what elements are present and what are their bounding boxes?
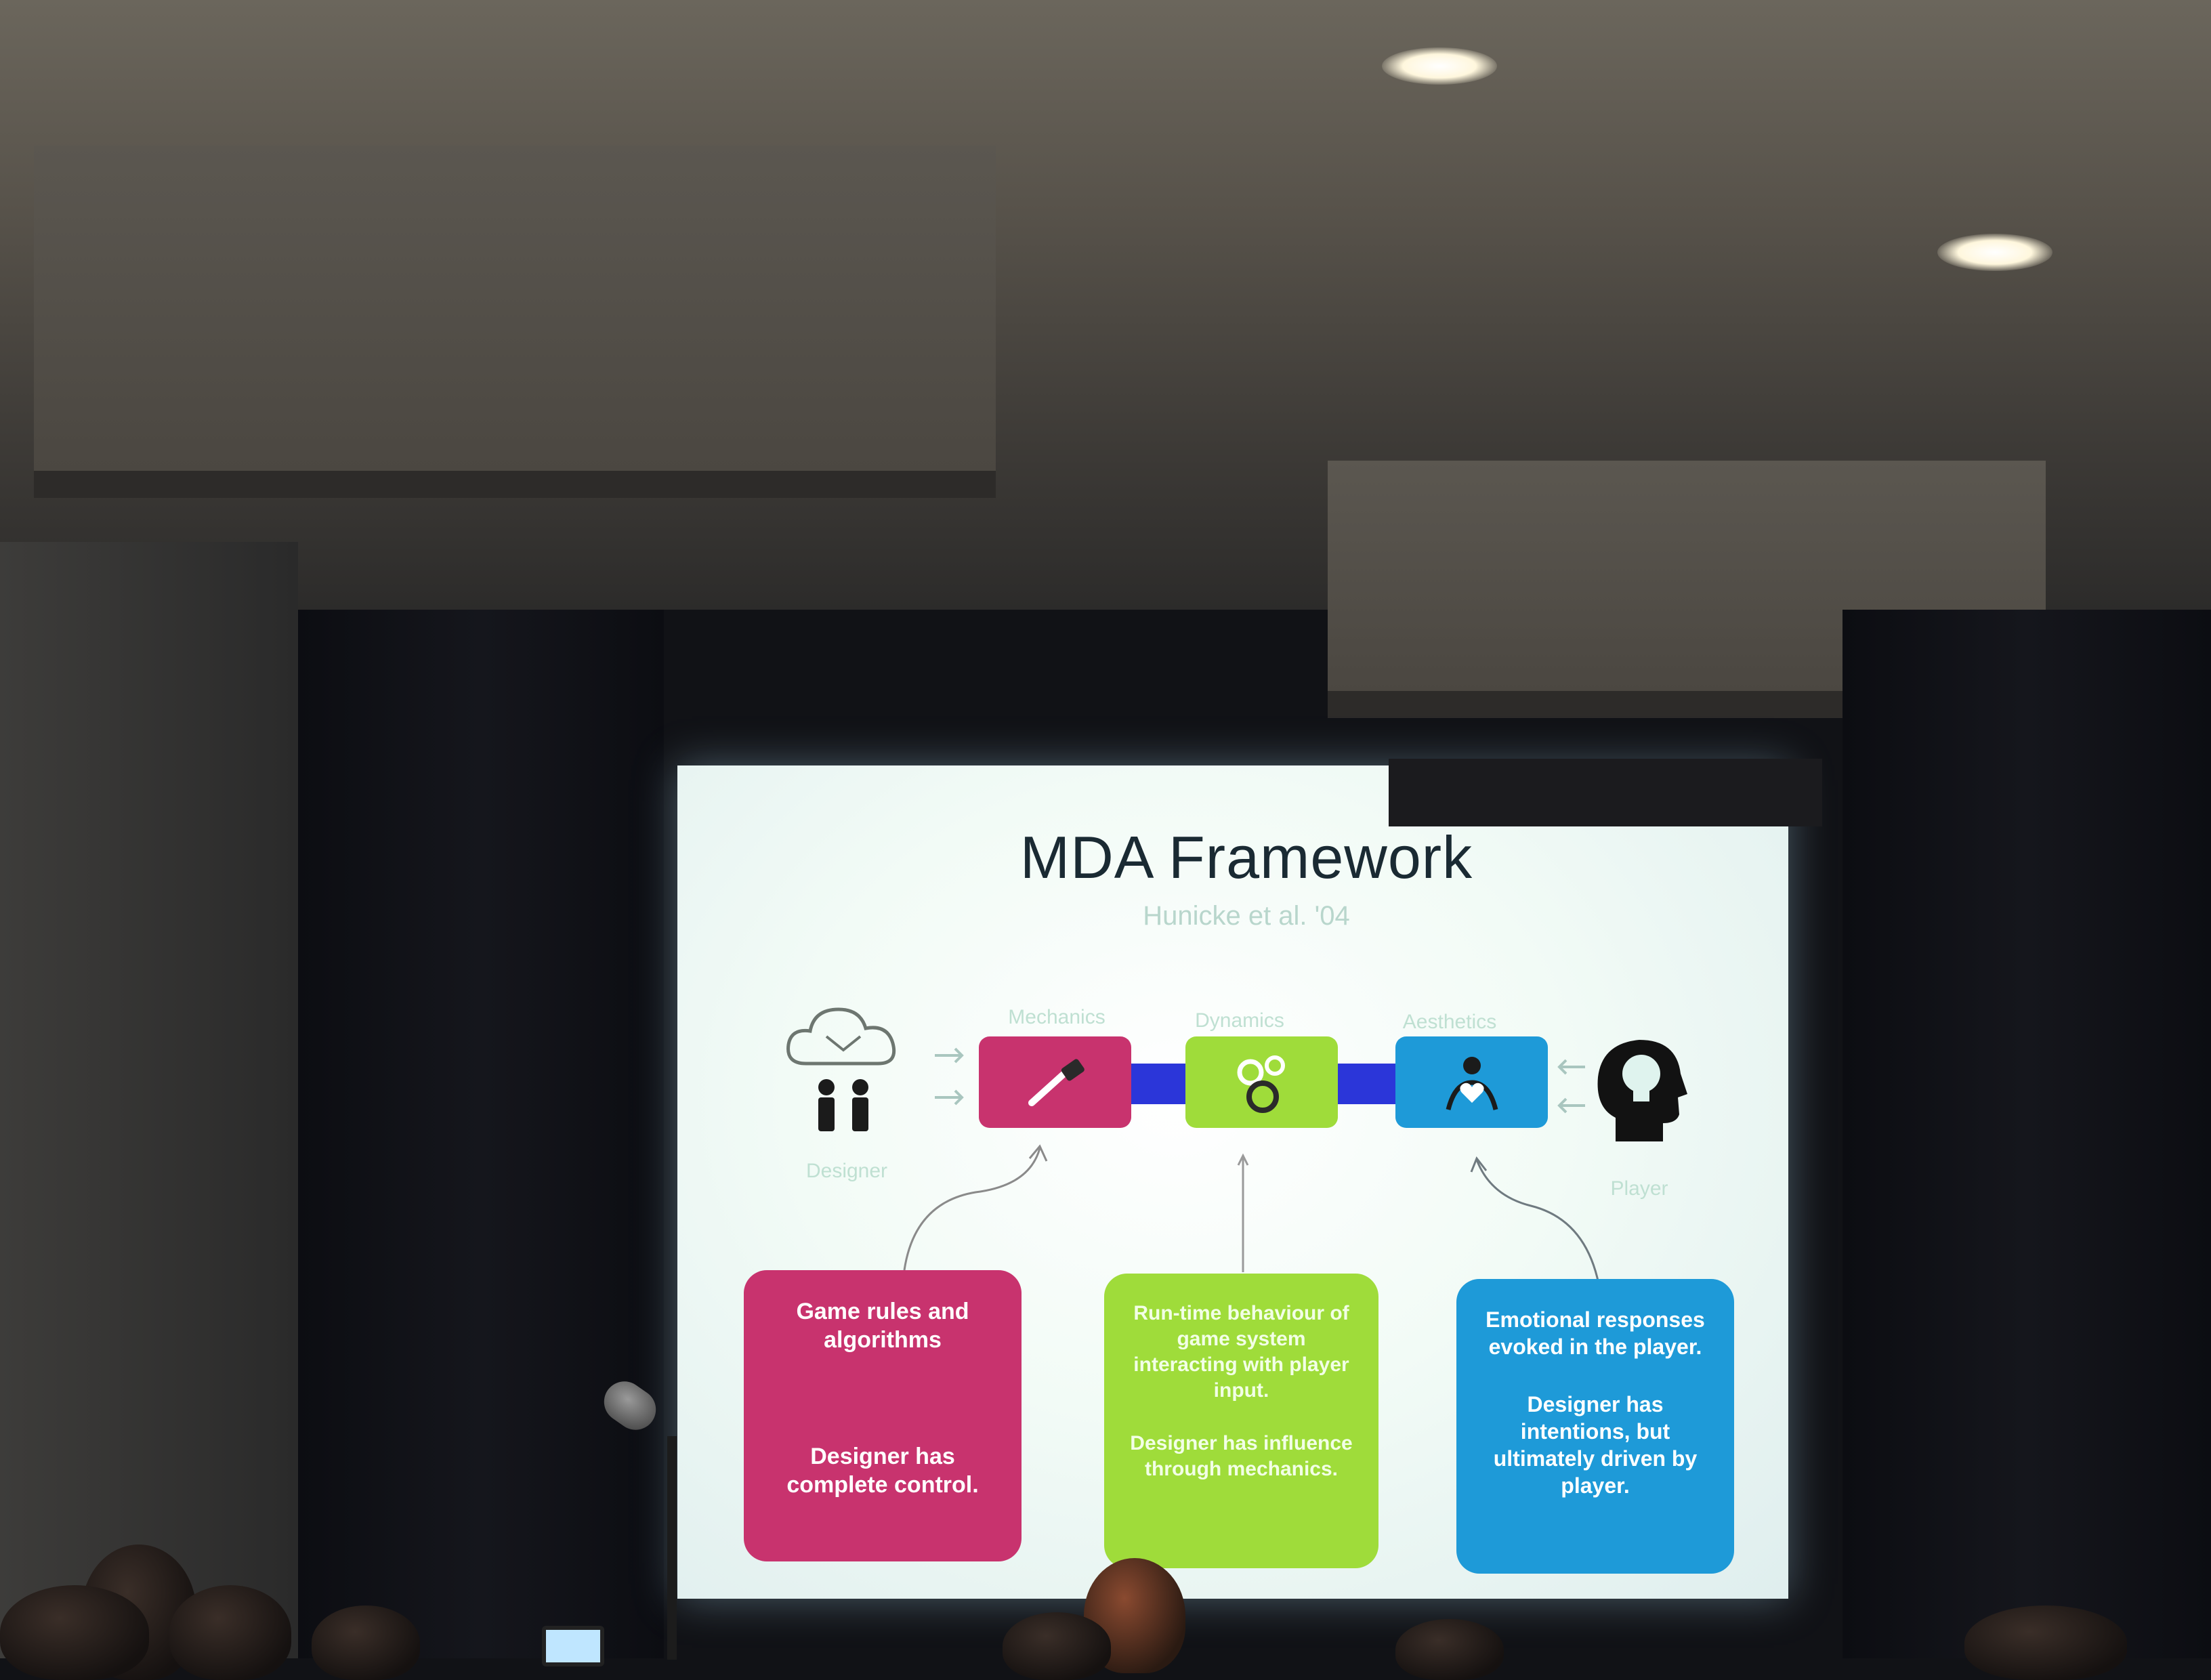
dynamics-card: Run-time behaviour of game system intera… [1104,1274,1378,1568]
dynamics-card-description: Run-time behaviour of game system intera… [1133,1302,1349,1402]
aesthetics-block [1395,1036,1548,1128]
ceiling-light [1937,234,2052,271]
designer-label: Designer [805,1160,888,1182]
mechanics-card-control: Designer has complete control. [786,1444,979,1498]
mechanics-card: Game rules and algorithms Designer has c… [744,1270,1022,1561]
audience-head [169,1585,291,1680]
connector-bar [1128,1064,1185,1104]
soffit-shadow [1389,759,1822,826]
audience-head [0,1585,149,1680]
person-heart-icon [1446,1056,1498,1110]
dynamics-block [1185,1036,1338,1128]
wrench-icon [1028,1058,1085,1106]
slide-title: MDA Framework [1019,824,1473,891]
dynamics-card-control: Designer has influence through mechanics… [1130,1432,1353,1480]
audience-head [312,1605,420,1680]
ceiling-soffit-left [34,146,996,498]
aesthetics-label: Aesthetics [1402,1011,1497,1033]
aesthetics-card-description: Emotional responses evoked in the player… [1486,1307,1705,1359]
mechanics-card-description: Game rules and algorithms [796,1299,969,1353]
connector-bar [1334,1064,1395,1104]
gears-icon [1237,1055,1285,1113]
curved-arrow [903,1144,1048,1271]
straight-arrow [1237,1153,1249,1272]
head-lightbulb-icon [1597,1040,1687,1141]
phone-screen [542,1626,604,1666]
mechanics-block [979,1036,1131,1128]
curved-arrow [1470,1156,1600,1284]
audience-head [1395,1619,1504,1680]
microphone-stand [667,1436,677,1660]
player-label: Player [1610,1177,1668,1200]
cloud-people-icon [786,1007,896,1131]
aesthetics-card-control: Designer has intentions, but ultimately … [1493,1392,1698,1498]
mechanics-label: Mechanics [1008,1006,1106,1028]
curtain-left [298,610,664,1658]
arrow-left-icon [1557,1059,1585,1114]
audience-head [1964,1605,2127,1680]
ceiling-light [1382,47,1497,85]
left-wall [0,542,298,1658]
dynamics-label: Dynamics [1195,1009,1284,1032]
aesthetics-card: Emotional responses evoked in the player… [1456,1279,1734,1574]
slide-subtitle: Hunicke et al. '04 [1143,901,1350,931]
audience-head [1003,1612,1111,1680]
arrow-right-icon [935,1047,964,1106]
curtain-right [1842,610,2211,1658]
